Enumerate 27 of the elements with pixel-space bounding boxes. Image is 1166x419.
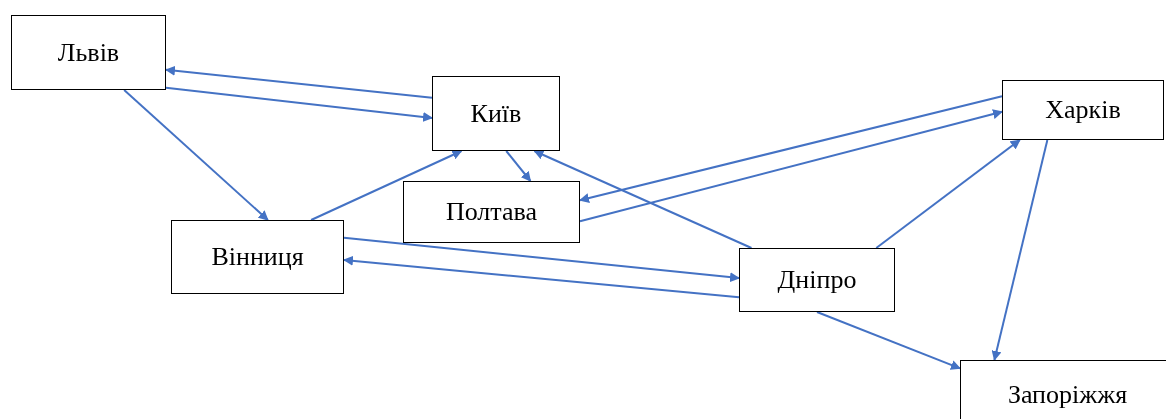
arrow <box>579 109 1003 223</box>
city-box <box>403 181 580 243</box>
city-name: Київ <box>470 100 522 127</box>
arrow <box>875 139 1021 249</box>
city-box <box>432 76 560 151</box>
arrow <box>123 89 269 221</box>
city-box <box>739 248 895 312</box>
arrow <box>343 255 740 299</box>
city-box <box>1002 80 1164 140</box>
arrow <box>579 95 1003 203</box>
arrow <box>310 150 463 221</box>
arrow <box>816 311 961 370</box>
arrow <box>533 150 753 249</box>
city-box <box>171 220 344 294</box>
city-name: Львів <box>57 39 120 66</box>
city-name: Вінниця <box>211 244 304 270</box>
city-name: Запоріжжя <box>1007 382 1128 408</box>
city-box <box>960 360 1166 419</box>
city-name: Харків <box>1045 97 1121 123</box>
city-name: Полтава <box>445 199 538 225</box>
city-name: Дніпро <box>777 267 857 293</box>
arrow <box>343 236 740 283</box>
arrow <box>505 150 532 182</box>
arrow <box>165 86 433 122</box>
arrow <box>165 65 433 99</box>
city-box <box>11 15 166 90</box>
arrow <box>991 139 1049 361</box>
